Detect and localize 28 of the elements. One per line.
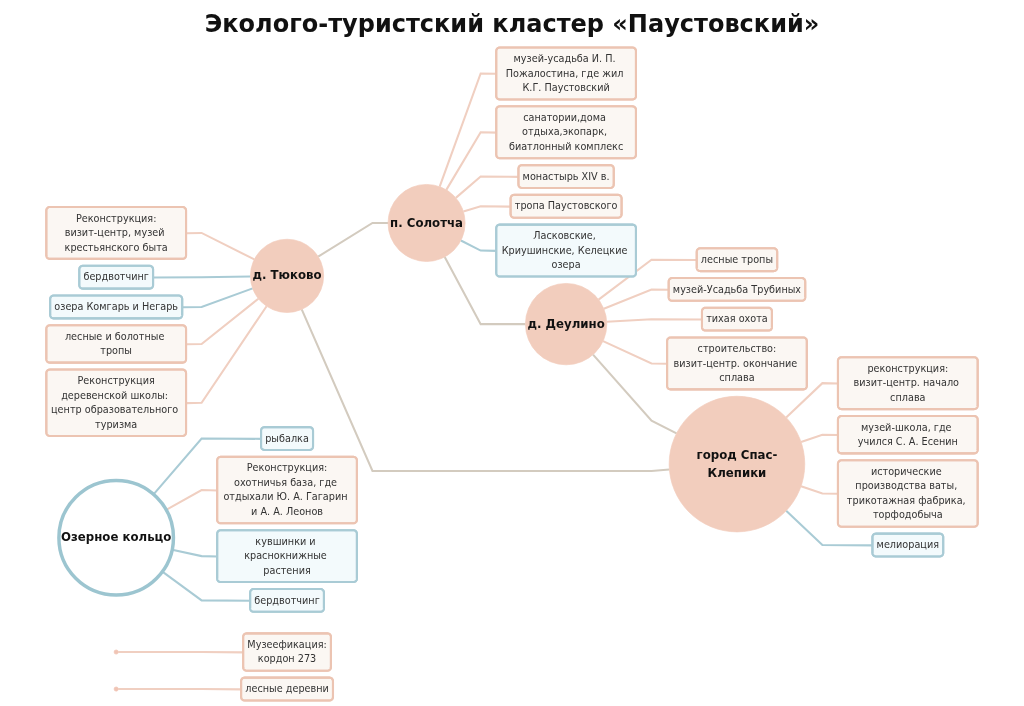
connector (182, 287, 253, 309)
node-circle: д. Тюково (250, 238, 324, 313)
connector (161, 570, 251, 602)
connector (152, 437, 262, 495)
connector (785, 509, 873, 547)
node-circle: п. Солотча (387, 184, 466, 262)
connector (438, 72, 497, 188)
node-circle (113, 649, 119, 655)
connector (445, 131, 497, 191)
connector (118, 651, 244, 654)
connector (300, 309, 670, 473)
connector (455, 175, 519, 199)
connector (443, 256, 526, 326)
connector (118, 688, 242, 691)
node-circle (113, 686, 119, 692)
node-circle: Озерное кольцо (57, 478, 176, 597)
connector (153, 275, 251, 279)
connector (317, 221, 389, 258)
connector (592, 353, 677, 435)
connector (186, 297, 260, 346)
connector (186, 305, 268, 405)
connector (463, 205, 511, 213)
node-circle: город Спас-Клепики (668, 395, 806, 533)
node-circle: д. Деулино (525, 283, 608, 366)
connector (460, 239, 497, 252)
connector (186, 231, 255, 261)
connector (602, 340, 668, 365)
diagram-title: Эколого-туристский кластер «Паустовский» (204, 10, 820, 38)
